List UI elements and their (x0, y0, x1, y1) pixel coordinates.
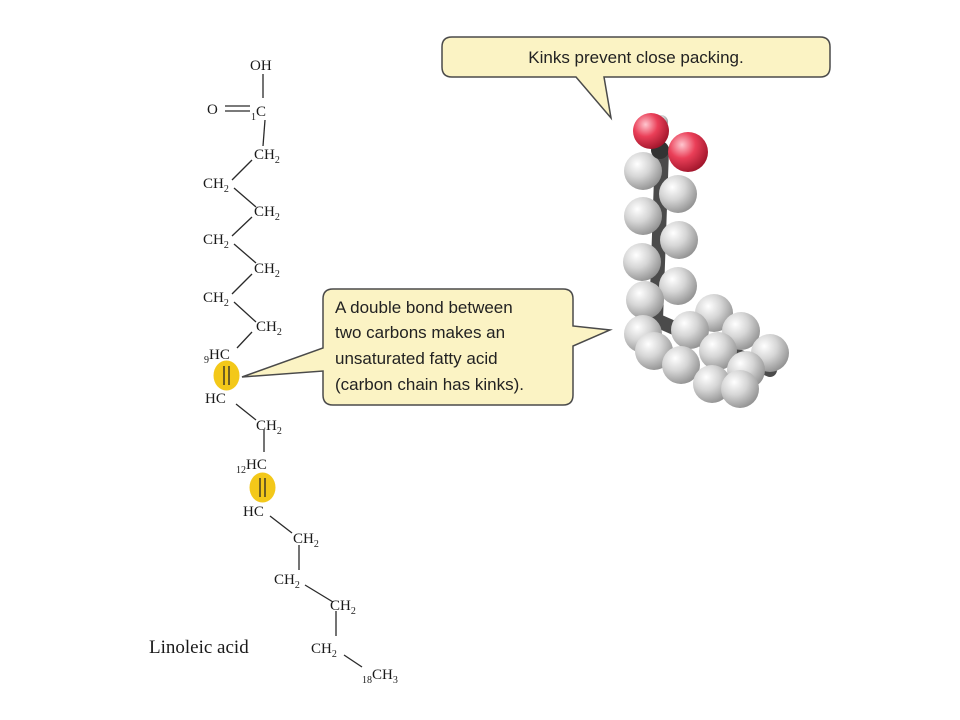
ch2-label: CH2 (203, 290, 229, 309)
middle-callout-line: (carbon chain has kinks). (335, 375, 524, 394)
top-callout-text: Kinks prevent close packing. (528, 48, 743, 67)
hydroxyl-label: OH (250, 58, 272, 74)
carbon-atom (624, 197, 662, 235)
top-callout: Kinks prevent close packing. (441, 36, 831, 121)
ch2-label: CH2 (293, 531, 319, 550)
molecule-name-label: Linoleic acid (149, 637, 249, 658)
ch2-label: CH2 (256, 319, 282, 338)
carbon-atom (721, 370, 759, 408)
middle-callout-line: A double bond between (335, 298, 513, 317)
oxygen-atom (668, 132, 708, 172)
carbon-12-label: 12HC (236, 457, 267, 476)
hc-label: HC (243, 504, 264, 520)
carbon-atom (662, 346, 700, 384)
structural-formula: OH O 1C CH2 CH2 CH2 CH2 CH2 CH2 CH2 9HC … (149, 58, 398, 686)
ch2-label: CH2 (274, 572, 300, 591)
middle-callout-line: two carbons makes an (335, 323, 505, 342)
carbon-atoms (623, 152, 789, 408)
carbon-atom (660, 221, 698, 259)
carbon-atom (626, 281, 664, 319)
top-callout-bubble (441, 36, 831, 121)
ch2-label: CH2 (256, 418, 282, 437)
ch2-label: CH2 (203, 176, 229, 195)
oxygen-label: O (207, 102, 218, 118)
carbon-1-label: 1C (251, 104, 266, 123)
middle-callout-line: unsaturated fatty acid (335, 349, 498, 368)
carbon-atom (659, 175, 697, 213)
carbon-atom (623, 243, 661, 281)
ch2-label: CH2 (254, 147, 280, 166)
carbon-atom (624, 152, 662, 190)
double-bond-highlight-c9 (213, 360, 240, 391)
double-bond-highlight-c12 (249, 472, 276, 503)
ch2-label: CH2 (330, 598, 356, 617)
carbon-18-label: 18CH3 (362, 667, 398, 686)
carbon-atom (659, 267, 697, 305)
carbon-9-label: 9HC (204, 347, 230, 366)
carbon-atom (671, 311, 709, 349)
middle-callout-bubble (241, 288, 613, 406)
oxygen-atoms (633, 113, 708, 172)
double-bond-lines (223, 366, 266, 497)
carbon-atom (699, 332, 737, 370)
ch2-label: CH2 (254, 204, 280, 223)
ch2-label: CH2 (203, 232, 229, 251)
oxygen-atom (633, 113, 669, 149)
ch2-label: CH2 (254, 261, 280, 280)
hc-label: HC (205, 391, 226, 407)
space-filling-model (623, 113, 789, 408)
carbon-atom (693, 365, 731, 403)
ch2-label: CH2 (311, 641, 337, 660)
middle-callout-text: A double bond between two carbons makes … (335, 298, 524, 394)
middle-callout: A double bond between two carbons makes … (241, 288, 613, 406)
